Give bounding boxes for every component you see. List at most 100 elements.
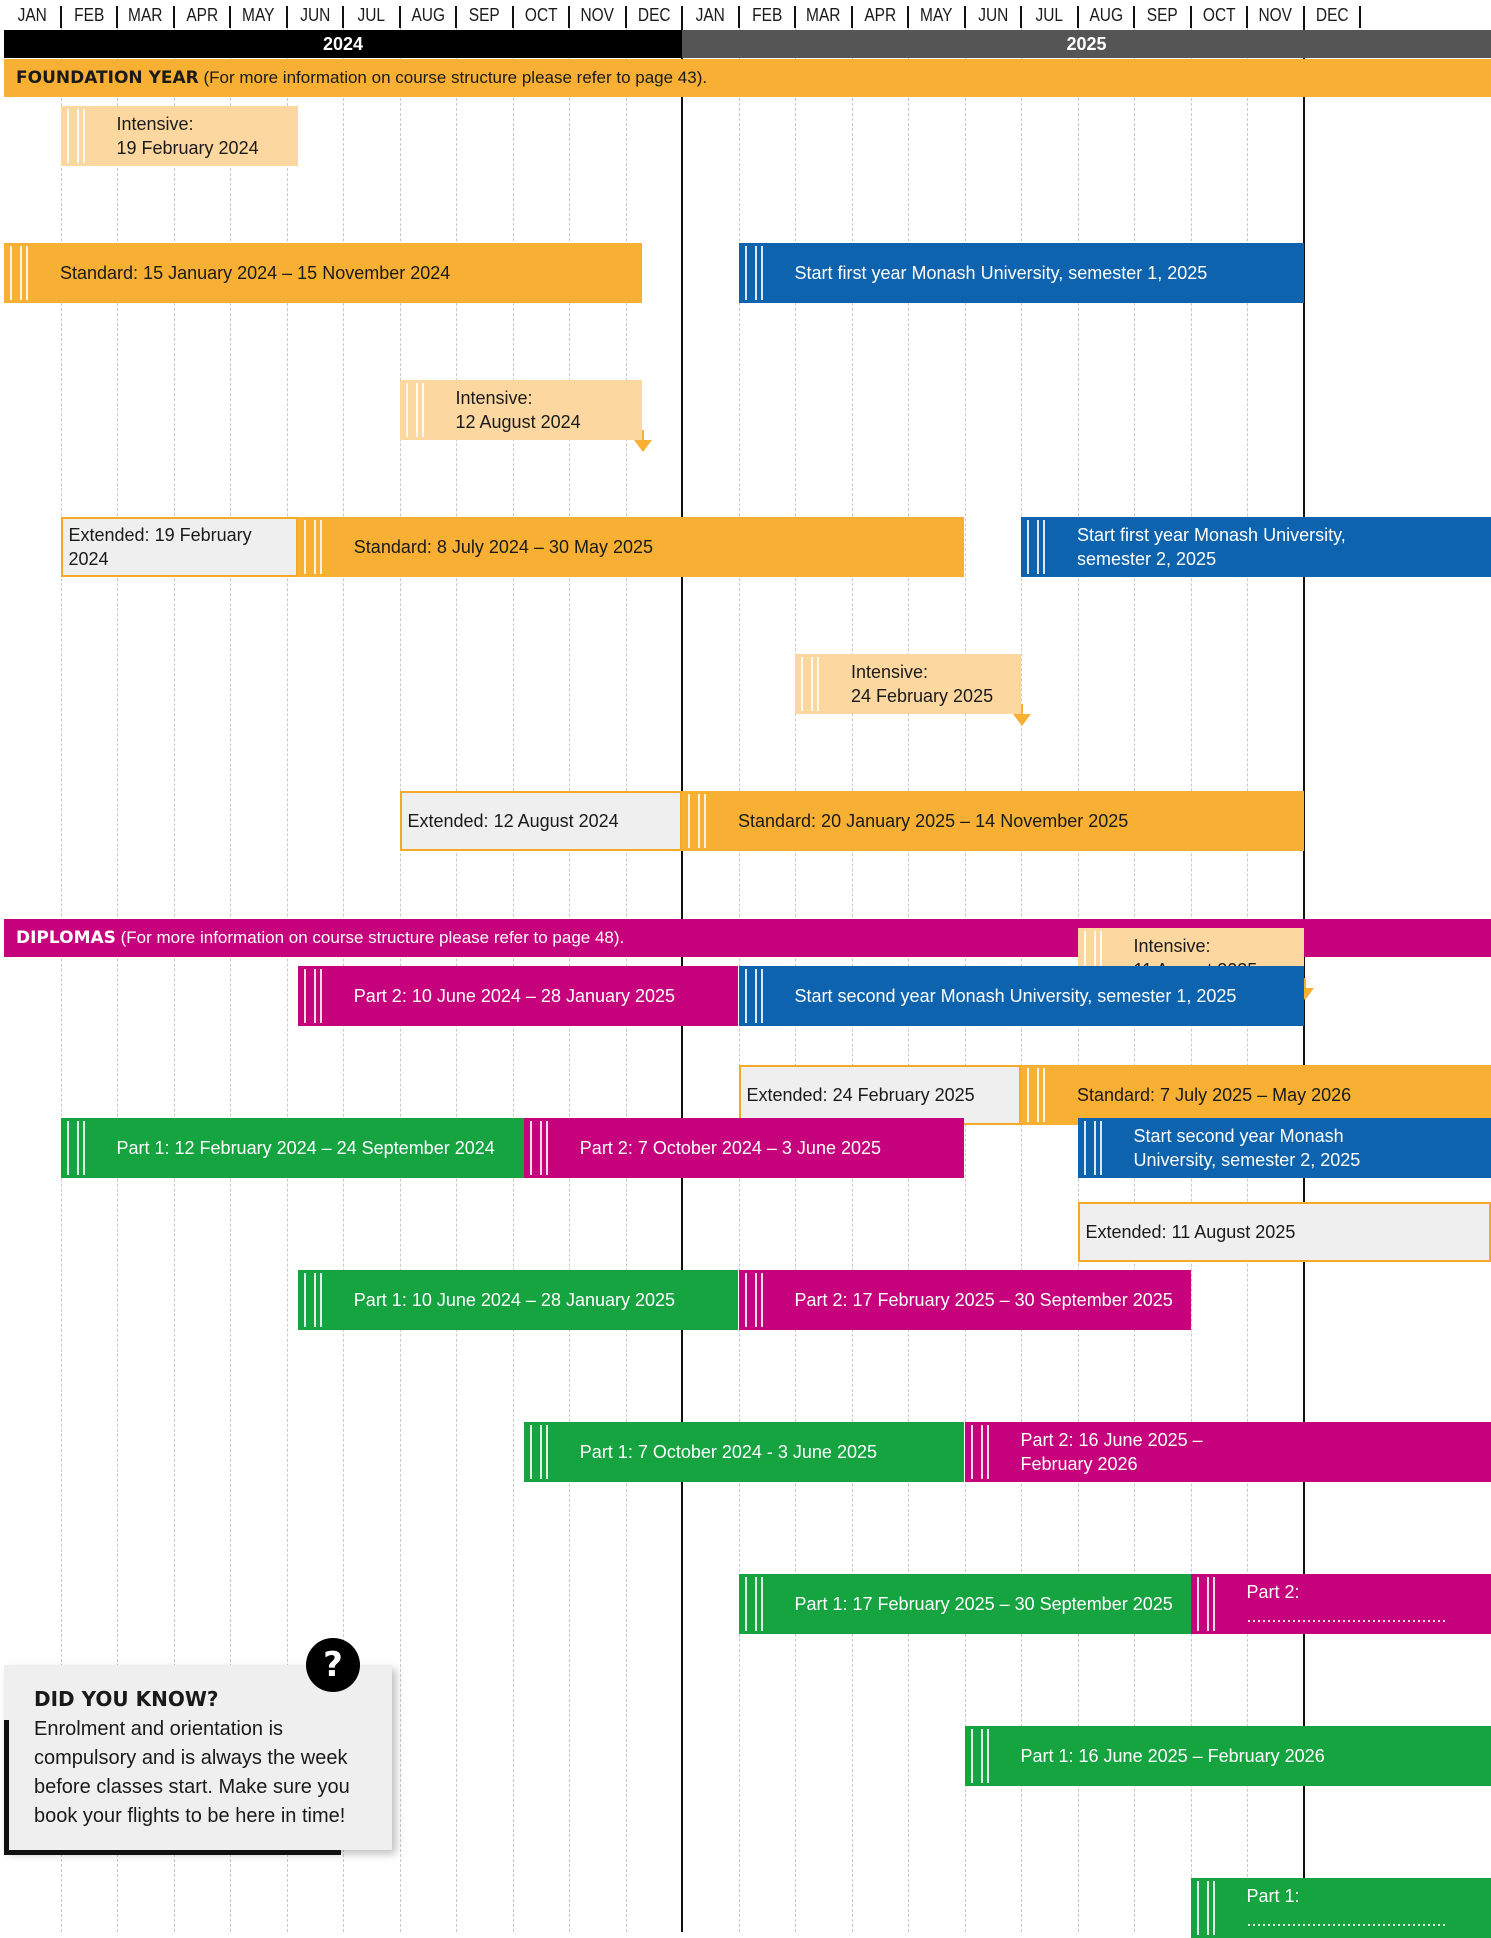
month-label: NOV [1251, 0, 1300, 28]
intake-marker-icon [739, 966, 769, 1026]
intake-marker-icon [739, 243, 769, 303]
diploma-part1-bar: Part 1: ................................… [1191, 1878, 1491, 1938]
diploma-part1-bar: Part 1: 10 June 2024 – 28 January 2025 [298, 1270, 739, 1330]
intake-marker-icon [4, 243, 34, 303]
month-tick [851, 6, 853, 28]
extended-intake-bar: Extended: 19 February 2024 [61, 517, 298, 577]
bar-label: Part 2: 10 June 2024 – 28 January 2025 [298, 984, 675, 1008]
month-label: FEB [742, 0, 791, 28]
bar-label: Start second year Monash University, sem… [1078, 1124, 1361, 1172]
bar-label: Start second year Monash University, sem… [739, 984, 1237, 1008]
month-tick [568, 6, 570, 28]
bar-label: Part 2: 17 February 2025 – 30 September … [739, 1288, 1173, 1312]
bar-label: Part 2: 16 June 2025 – February 2026 [965, 1428, 1203, 1476]
month-label: AUG [1081, 0, 1130, 28]
arrow-stem [642, 430, 644, 440]
bar-label: Standard: 20 January 2025 – 14 November … [682, 809, 1128, 833]
month-label: DEC [1307, 0, 1356, 28]
question-icon: ? [306, 1638, 360, 1692]
monash-start-bar: Start first year Monash University, seme… [1021, 517, 1491, 577]
intake-marker-icon [965, 1422, 995, 1482]
bar-label: Part 1: 7 October 2024 - 3 June 2025 [524, 1440, 877, 1464]
diploma-part2-bar: Part 2: 16 June 2025 – February 2026 [965, 1422, 1491, 1482]
month-label: JAN [8, 0, 57, 28]
did-you-know-callout: DID YOU KNOW? Enrolment and orientation … [4, 1665, 392, 1850]
bar-label: Part 2: ................................… [1191, 1580, 1491, 1628]
month-label: JUL [1025, 0, 1074, 28]
diploma-part2-bar: Part 2: ................................… [1191, 1574, 1491, 1634]
bar-label: Standard: 15 January 2024 – 15 November … [4, 261, 450, 285]
arrow-stem [1304, 978, 1306, 988]
month-tick [681, 6, 683, 28]
diploma-part2-bar: Part 2: 7 October 2024 – 3 June 2025 [524, 1118, 965, 1178]
section-title: FOUNDATION YEAR [16, 68, 199, 88]
month-tick [399, 6, 401, 28]
intake-marker-icon [298, 966, 328, 1026]
extended-intake-bar: Extended: 24 February 2025 [739, 1065, 1022, 1125]
grid-line [230, 28, 231, 1932]
intensive-intake-bar: Intensive: 19 February 2024 [61, 106, 298, 166]
intake-marker-icon [61, 106, 91, 166]
intake-marker-icon [1021, 1065, 1051, 1125]
grid-line [61, 28, 62, 1932]
intensive-intake-bar: Intensive: 12 August 2024 [400, 380, 643, 440]
year-bar: 2024 [4, 30, 682, 58]
intake-marker-icon [965, 1726, 995, 1786]
standard-intake-bar: Standard: 8 July 2024 – 30 May 2025 [298, 517, 965, 577]
month-label: JUN [290, 0, 339, 28]
diploma-part2-bar: Part 2: 10 June 2024 – 28 January 2025 [298, 966, 739, 1026]
bar-label: Part 1: 17 February 2025 – 30 September … [739, 1592, 1173, 1616]
standard-intake-bar: Standard: 15 January 2024 – 15 November … [4, 243, 642, 303]
month-tick [342, 6, 344, 28]
month-tick [738, 6, 740, 28]
diploma-part2-bar: Part 2: 17 February 2025 – 30 September … [739, 1270, 1191, 1330]
month-tick [1359, 6, 1361, 28]
intake-marker-icon [298, 1270, 328, 1330]
intake-marker-icon [682, 791, 712, 851]
extended-intake-bar: Extended: 11 August 2025 [1078, 1202, 1491, 1262]
down-arrow-icon [1013, 714, 1031, 726]
bar-label: Extended: 19 February 2024 [63, 523, 296, 571]
bar-label: Extended: 12 August 2024 [402, 809, 619, 833]
month-label: FEB [64, 0, 113, 28]
month-tick [1133, 6, 1135, 28]
month-tick [116, 6, 118, 28]
intake-marker-icon [1078, 1118, 1108, 1178]
month-label: JUL [347, 0, 396, 28]
month-tick [625, 6, 627, 28]
month-label: NOV [573, 0, 622, 28]
month-tick [907, 6, 909, 28]
month-label: SEP [460, 0, 509, 28]
bar-label: Part 1: 12 February 2024 – 24 September … [61, 1136, 495, 1160]
intake-marker-icon [739, 1574, 769, 1634]
month-tick [1077, 6, 1079, 28]
month-tick [1020, 6, 1022, 28]
did-you-know-title: DID YOU KNOW? [34, 1687, 218, 1711]
bar-label: Start first year Monash University, seme… [1021, 523, 1346, 571]
monash-start-bar: Start first year Monash University, seme… [739, 243, 1304, 303]
month-label: OCT [1194, 0, 1243, 28]
month-label: MAY [912, 0, 961, 28]
bar-label: Part 1: 16 June 2025 – February 2026 [965, 1744, 1325, 1768]
bar-label: Standard: 8 July 2024 – 30 May 2025 [298, 535, 653, 559]
arrow-stem [1021, 704, 1023, 714]
grid-line [117, 28, 118, 1932]
diploma-part1-bar: Part 1: 12 February 2024 – 24 September … [61, 1118, 524, 1178]
bar-label: Standard: 7 July 2025 – May 2026 [1021, 1083, 1351, 1107]
intake-marker-icon [298, 517, 328, 577]
diploma-part1-bar: Part 1: 17 February 2025 – 30 September … [739, 1574, 1191, 1634]
month-tick [286, 6, 288, 28]
monash-start-bar: Start second year Monash University, sem… [739, 966, 1304, 1026]
intake-marker-icon [739, 1270, 769, 1330]
section-title: DIPLOMAS [16, 928, 116, 948]
section-header-foundation: FOUNDATION YEAR (For more information on… [4, 59, 1491, 97]
diploma-part1-bar: Part 1: 16 June 2025 – February 2026 [965, 1726, 1491, 1786]
year-bar: 2025 [682, 30, 1491, 58]
intake-marker-icon [1191, 1878, 1221, 1938]
down-arrow-icon [634, 440, 652, 452]
month-label: OCT [516, 0, 565, 28]
month-label: MAR [121, 0, 170, 28]
intake-marker-icon [61, 1118, 91, 1178]
month-label: JAN [686, 0, 735, 28]
